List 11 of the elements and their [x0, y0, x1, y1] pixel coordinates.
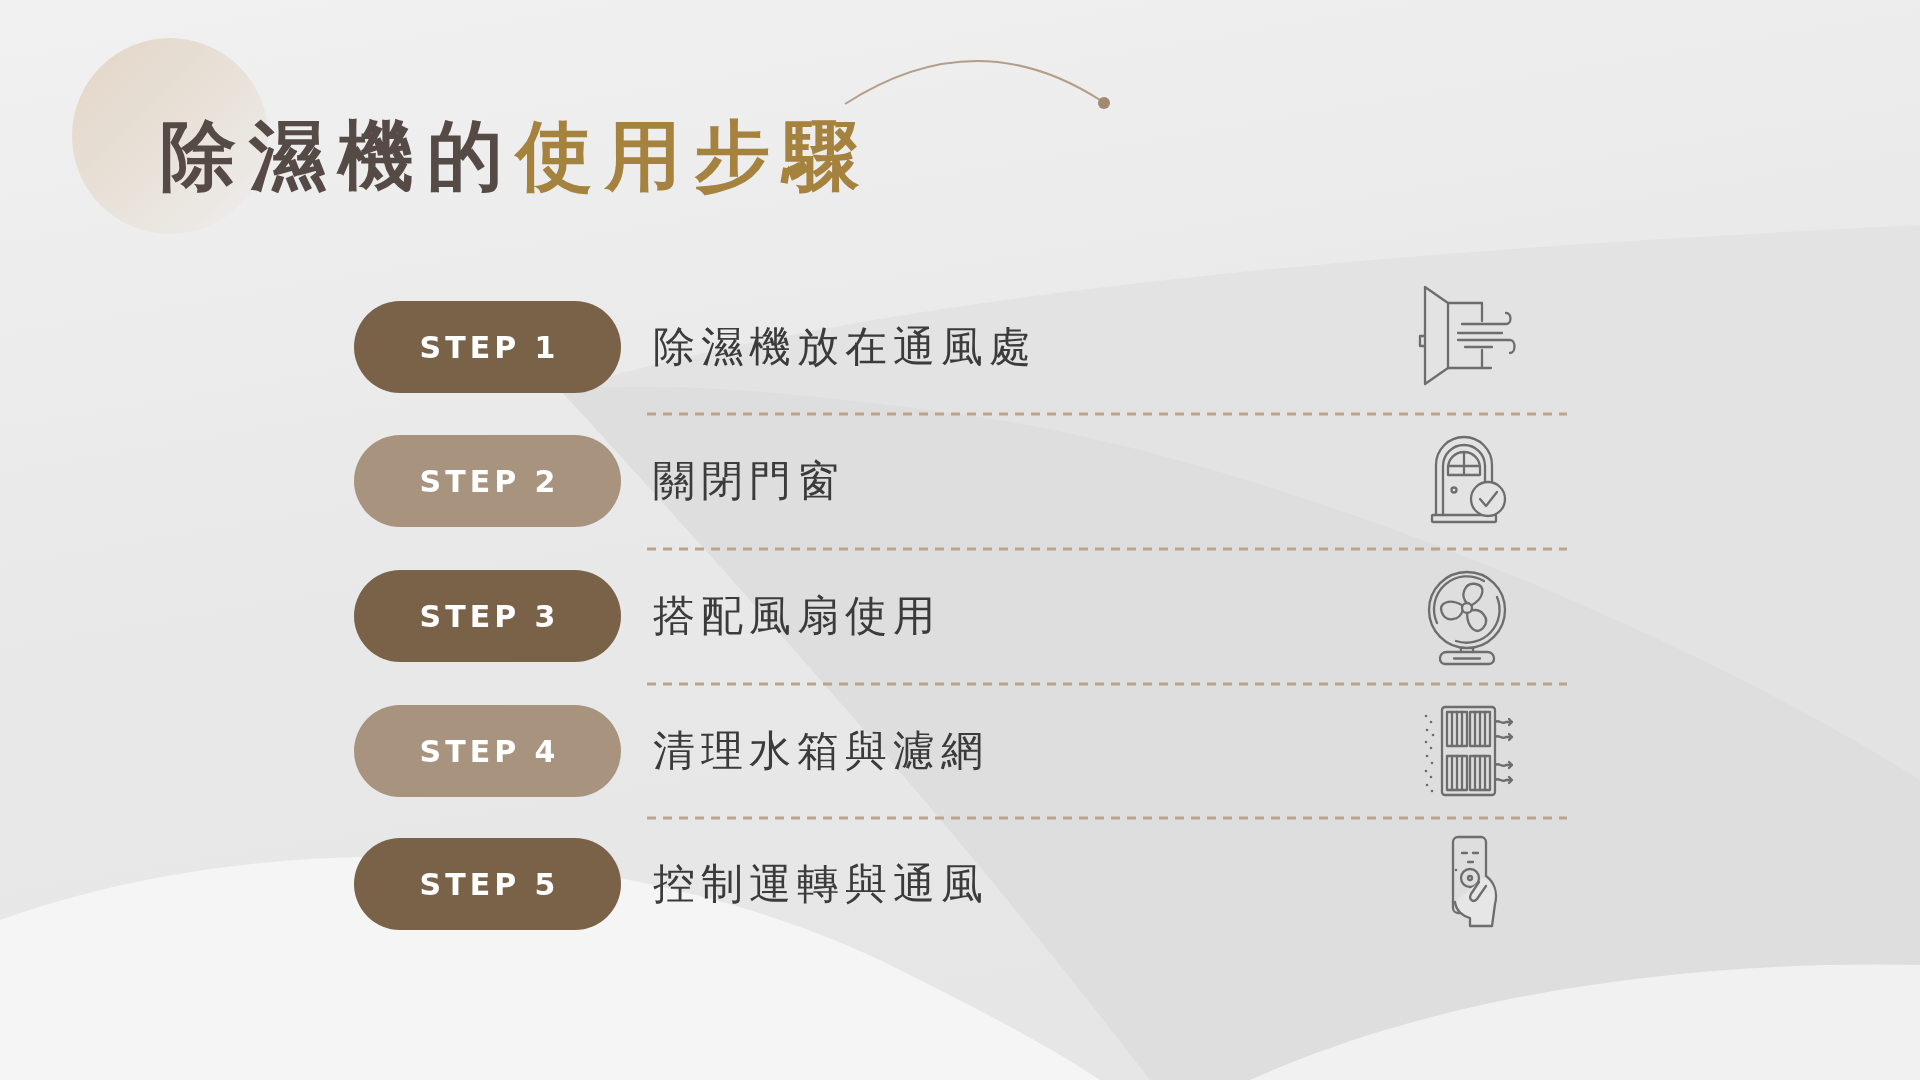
step-pill: STEP 2 — [354, 435, 621, 527]
step-pill: STEP 3 — [354, 570, 621, 662]
step-description: 除濕機放在通風處 — [653, 322, 1037, 373]
step-description: 關閉門窗 — [653, 456, 845, 507]
step-pill: STEP 1 — [354, 301, 621, 393]
step-pill: STEP 5 — [354, 838, 621, 930]
step-description: 搭配風扇使用 — [653, 591, 941, 642]
step-pill: STEP 4 — [354, 705, 621, 797]
step-description: 控制運轉與通風 — [653, 859, 989, 910]
step-description: 清理水箱與濾網 — [653, 726, 989, 777]
title: 除濕機的使用步驟 — [160, 110, 872, 202]
